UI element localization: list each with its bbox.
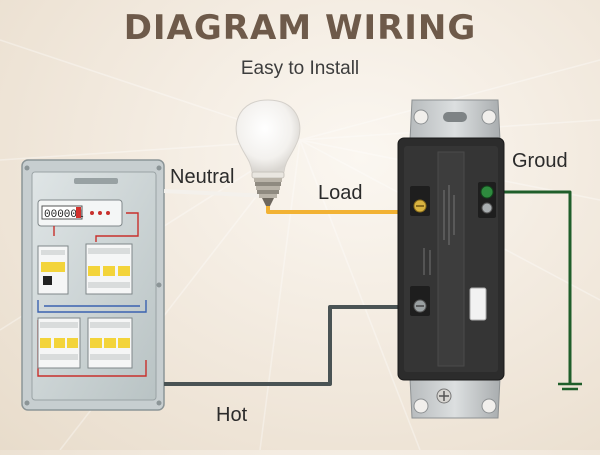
hot-terminal-icon bbox=[410, 286, 430, 316]
distribution-panel: 000001 bbox=[21, 159, 165, 411]
light-bulb-icon bbox=[235, 99, 301, 206]
light-switch bbox=[397, 99, 505, 419]
energy-meter: 000001 bbox=[37, 199, 123, 227]
ground-symbol-icon bbox=[558, 382, 582, 391]
page-subtitle: Easy to Install bbox=[240, 58, 360, 79]
load-wire bbox=[266, 206, 415, 214]
ground-label: Groud bbox=[512, 150, 568, 172]
neutral-label: Neutral bbox=[170, 166, 235, 188]
breaker-row-top bbox=[85, 243, 133, 295]
breaker-row-bottom-right bbox=[87, 317, 133, 369]
screw-icon bbox=[24, 165, 30, 171]
neutral-wire bbox=[163, 189, 270, 206]
meter-digits: 000001 bbox=[44, 209, 84, 221]
load-label: Load bbox=[318, 182, 363, 204]
ground-terminal-icon bbox=[478, 182, 496, 218]
ground-wire bbox=[490, 190, 572, 384]
hot-wire bbox=[164, 305, 415, 386]
breaker-row-bottom-left bbox=[37, 317, 81, 369]
wires bbox=[163, 189, 572, 386]
main-breaker bbox=[37, 245, 69, 295]
screw-icon bbox=[156, 165, 162, 171]
screw-icon bbox=[24, 400, 30, 406]
screw-icon bbox=[156, 282, 162, 288]
page-title: Diagram Wiring bbox=[123, 8, 477, 48]
hot-label: Hot bbox=[216, 404, 248, 426]
load-terminal-icon bbox=[410, 186, 430, 216]
screw-icon bbox=[156, 400, 162, 406]
